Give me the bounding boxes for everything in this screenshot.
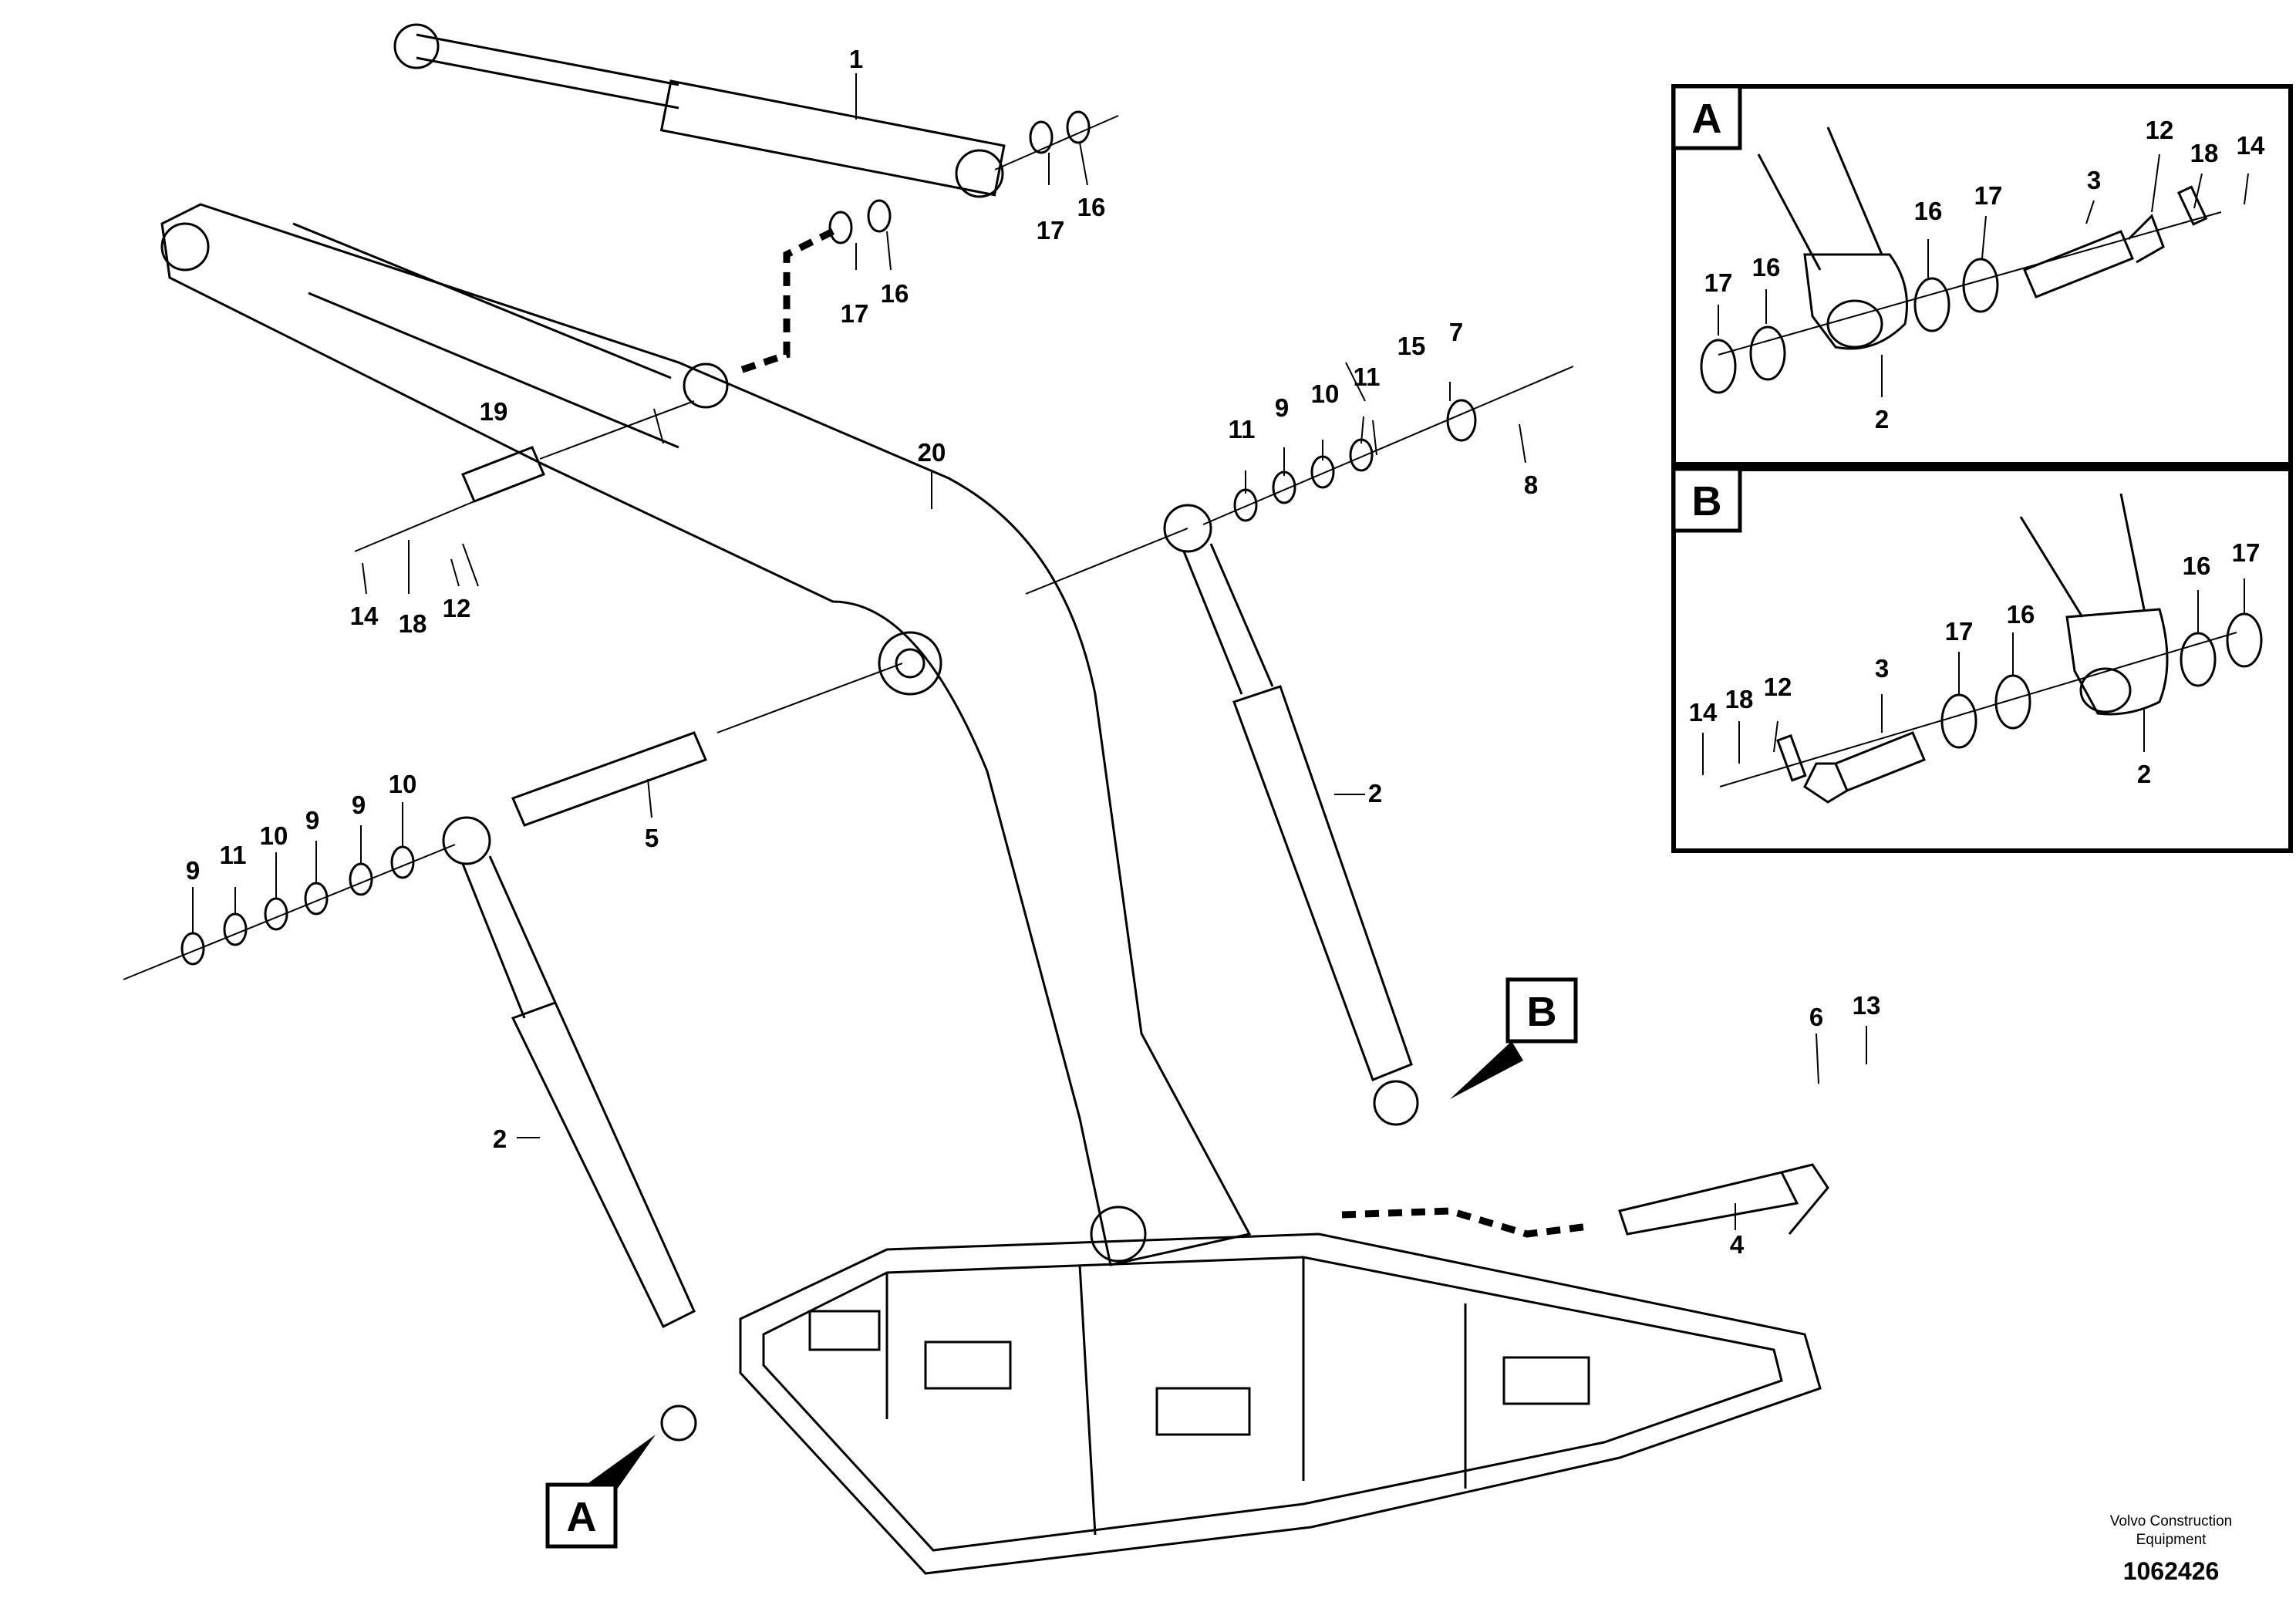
inset-b-labels: 14 18 12 3 17 16 2 16 17	[1689, 538, 2261, 788]
part-label: 14	[2237, 131, 2265, 160]
part-label: 14	[1689, 698, 1718, 727]
part-label: 9	[186, 856, 200, 885]
part-label: 2	[1368, 779, 1382, 808]
dashed-leader-lines	[739, 228, 1590, 1238]
arm-cylinder-left	[123, 816, 697, 1442]
part-label: 14	[350, 602, 379, 630]
part-label: 10	[389, 770, 417, 798]
part-label: 13	[1853, 991, 1881, 1020]
part-label: 8	[1524, 470, 1538, 499]
part-label: 16	[1914, 197, 1943, 225]
footer: Volvo Construction Equipment 1062426	[2110, 1513, 2232, 1585]
part-label: 9	[305, 806, 319, 835]
callout-b-letter: B	[1527, 989, 1557, 1035]
part-label: 5	[645, 824, 659, 852]
inset-a-frame	[1671, 84, 2293, 467]
part-label: 18	[1725, 685, 1754, 713]
part-label: 18	[399, 609, 427, 638]
part-label: 17	[2232, 538, 2261, 567]
part-label: 16	[2183, 551, 2211, 580]
boom-cylinder-1	[393, 23, 1119, 198]
part-label: 10	[260, 821, 288, 850]
company-name-line2: Equipment	[2136, 1532, 2207, 1548]
arm-cylinder-right	[1025, 366, 1574, 1126]
callout-a-box	[545, 1482, 618, 1549]
inset-b-letter-box	[1671, 467, 1742, 533]
inset-a-labels: 17 16 2 16 17 3 12 18 14	[1704, 116, 2265, 433]
part-label: 16	[1752, 253, 1781, 282]
inset-a-letter-box	[1671, 84, 1742, 150]
inset-b: B	[1671, 467, 2293, 853]
inset-a: A	[1671, 84, 2293, 467]
part-label: 17	[1974, 181, 2003, 210]
part-label: 11	[1229, 415, 1256, 443]
boom	[160, 203, 1252, 1266]
part-label: 16	[1077, 193, 1106, 221]
part-label: 7	[1449, 318, 1463, 346]
part-label: 9	[352, 791, 366, 819]
part-number-labels: 1 16 17 17 16 15 7 8 11 9 10 11 19 20 14…	[186, 45, 1881, 1540]
part-label: 17	[1945, 617, 1974, 646]
part-label: 16	[2007, 600, 2035, 629]
undercarriage-frame	[739, 1233, 1822, 1575]
part-label: 12	[443, 594, 471, 622]
part-label: 2	[493, 1125, 507, 1153]
callout-arrow-b	[1450, 1041, 1523, 1099]
part-label: 11	[220, 841, 247, 869]
part-label: 17	[1704, 268, 1733, 297]
inset-a-letter: A	[1692, 96, 1722, 142]
part-label: 19	[480, 397, 508, 426]
part-label: 16	[881, 279, 909, 308]
part-label: 12	[1764, 673, 1792, 701]
part-label: 11	[1354, 363, 1381, 391]
leader-lines	[192, 73, 1867, 1230]
inset-b-letter: B	[1692, 478, 1722, 524]
part-label: 12	[2146, 116, 2174, 144]
part-label: 9	[1275, 393, 1289, 422]
part-label: 20	[918, 438, 946, 467]
callout-b-box	[1505, 977, 1578, 1044]
document-number: 1062426	[2123, 1557, 2220, 1585]
inset-b-frame	[1671, 467, 2293, 853]
part-label: 15	[1397, 332, 1426, 360]
part-label: 10	[1311, 379, 1340, 408]
part-label: 3	[1875, 654, 1889, 683]
part-label: 17	[1037, 216, 1065, 244]
part-label: 2	[2137, 760, 2151, 788]
callout-a-letter: A	[567, 1494, 597, 1540]
part-label: 4	[1730, 1230, 1745, 1259]
part-label: 3	[2087, 166, 2101, 194]
part-label: 17	[841, 299, 869, 328]
part-label: 18	[2190, 139, 2219, 167]
company-name-line1: Volvo Construction	[2110, 1513, 2232, 1529]
part-label: 2	[1875, 405, 1889, 433]
part-label: 6	[1809, 1003, 1823, 1031]
part-label: 1	[849, 45, 863, 73]
